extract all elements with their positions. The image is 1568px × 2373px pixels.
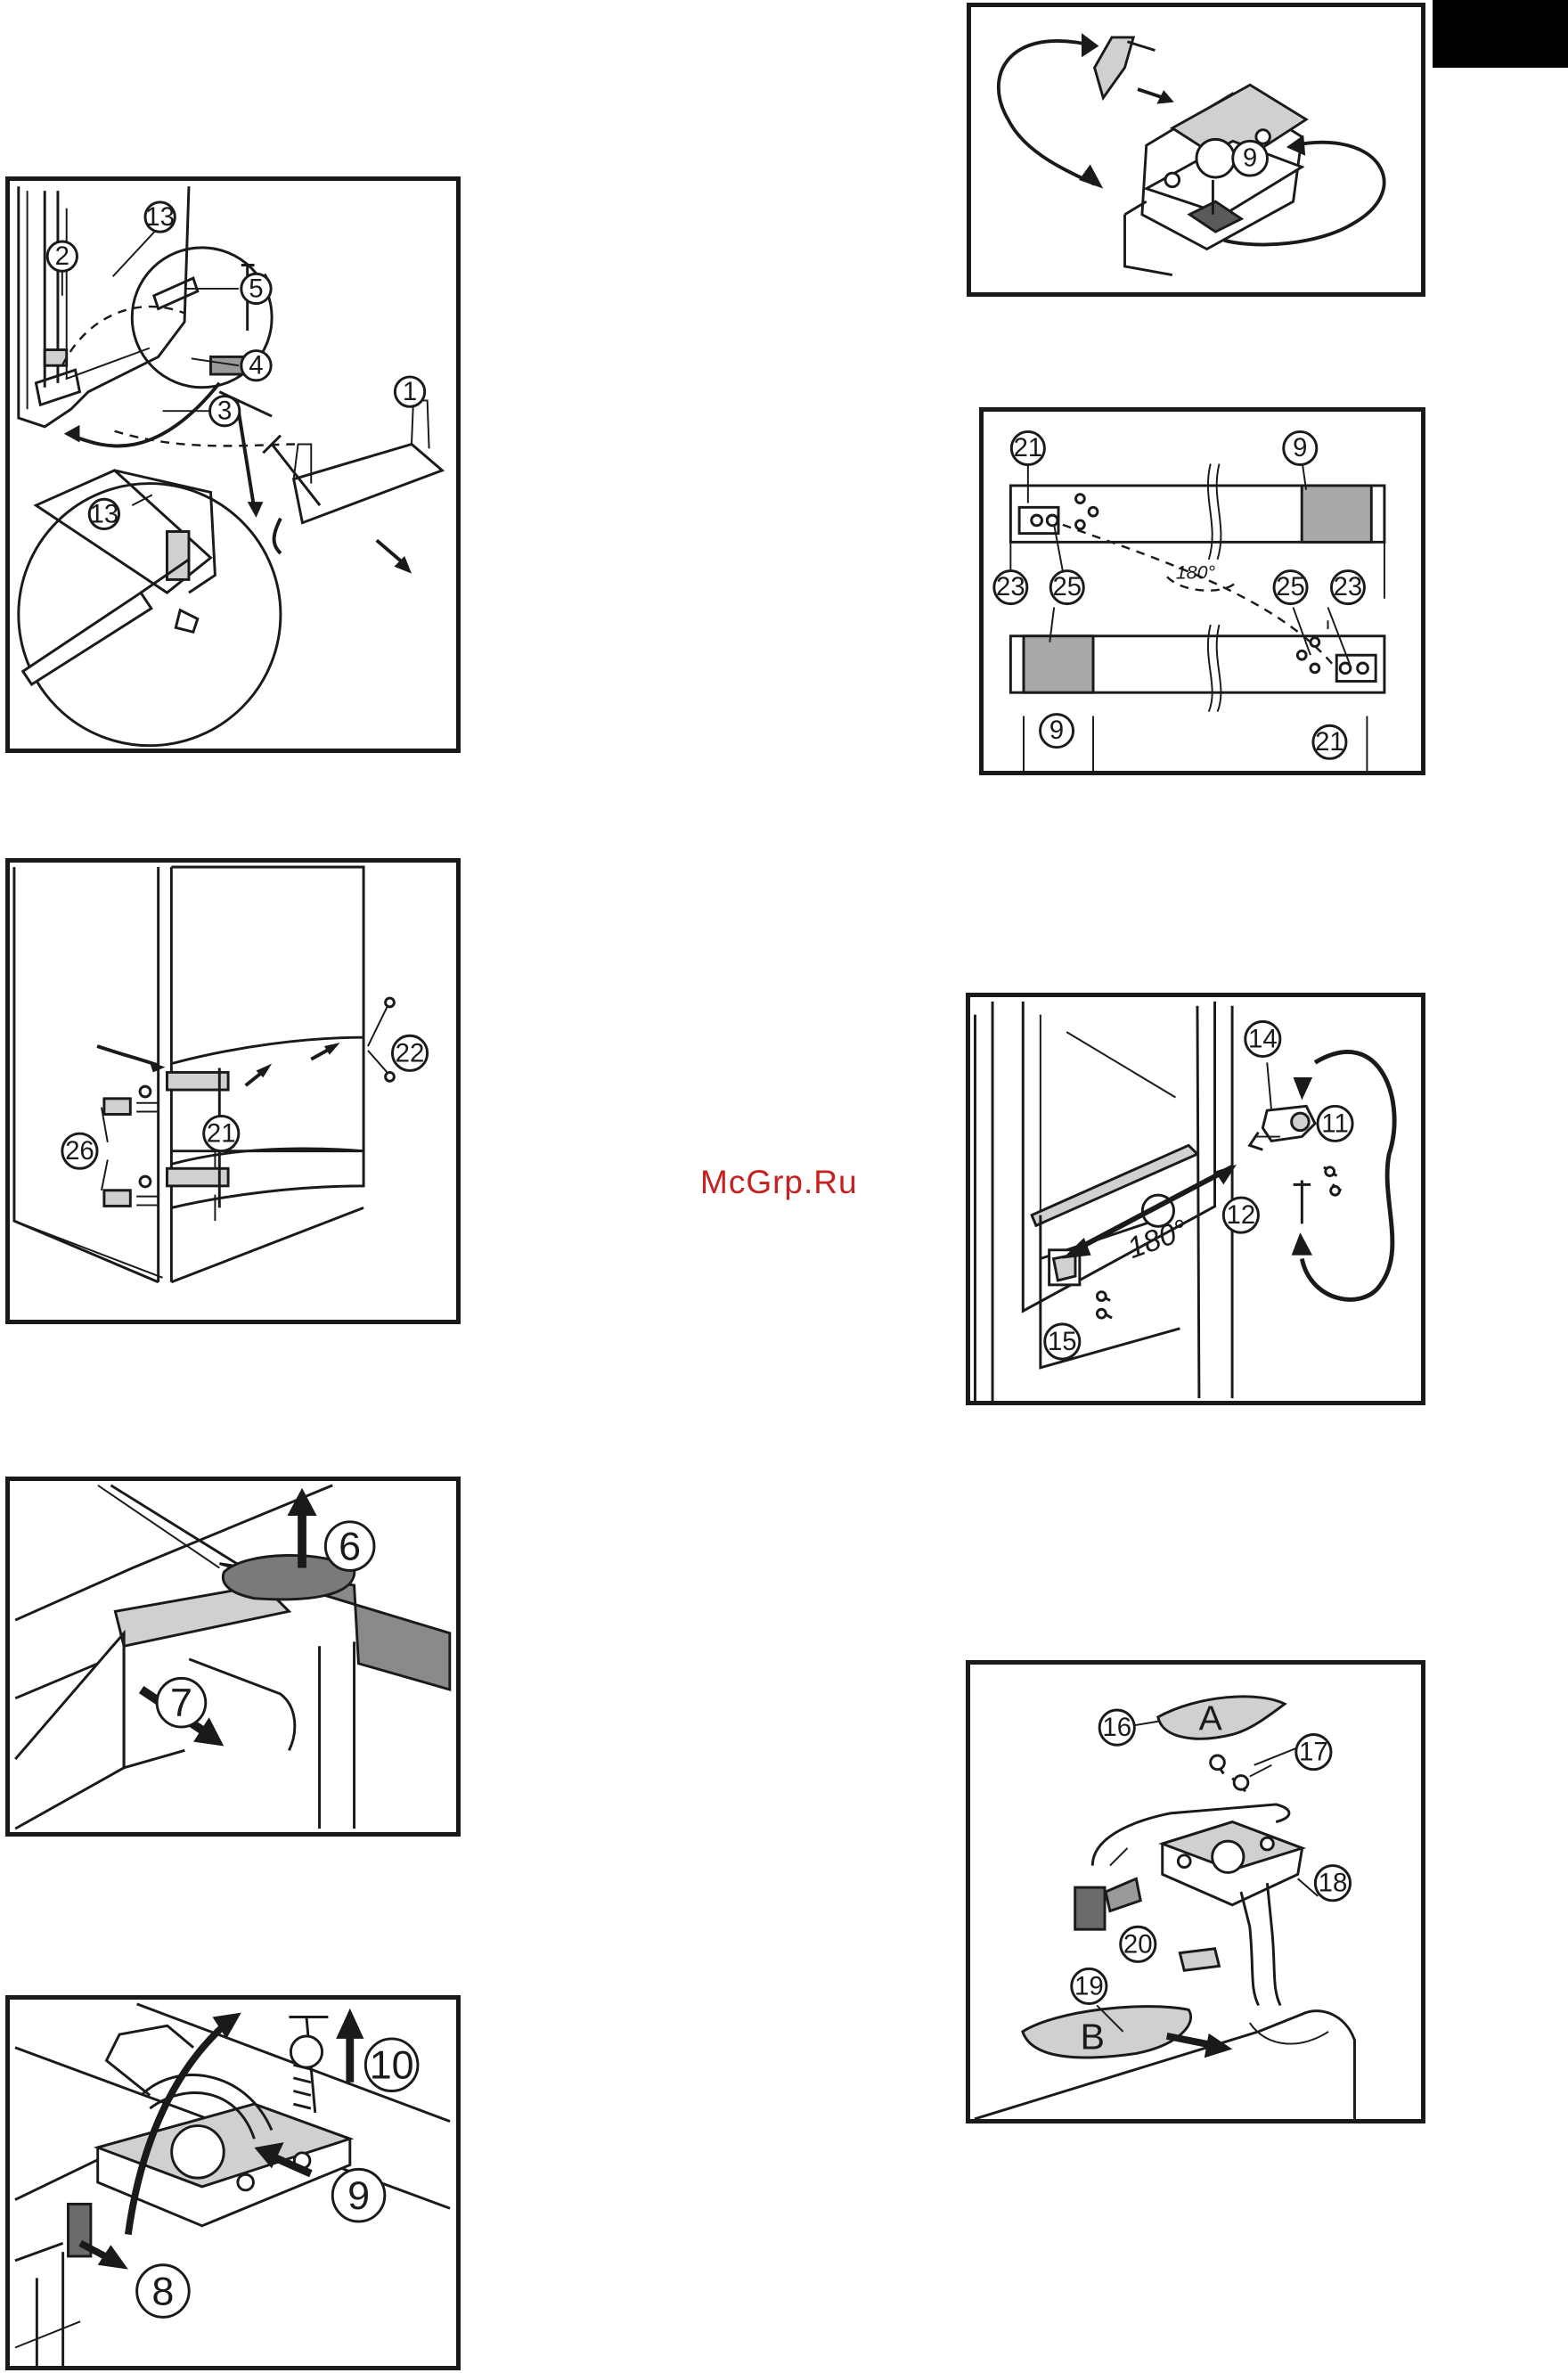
callout-6: 6 <box>325 1522 374 1571</box>
svg-text:14: 14 <box>1248 1024 1278 1053</box>
svg-text:25: 25 <box>1276 573 1305 601</box>
svg-text:180°: 180° <box>1176 561 1216 583</box>
svg-text:8: 8 <box>151 2269 174 2314</box>
callout-25-right: 25 <box>1274 571 1307 604</box>
svg-text:22: 22 <box>396 1038 425 1068</box>
callout-16: 16 <box>1099 1710 1134 1745</box>
callout-4: 4 <box>241 351 271 380</box>
figure-hinge-swap: 180° 21 9 23 25 25 23 9 21 <box>979 407 1425 775</box>
callout-26: 26 <box>62 1133 97 1168</box>
svg-text:9: 9 <box>1293 434 1307 462</box>
svg-text:9: 9 <box>347 2173 370 2218</box>
svg-text:17: 17 <box>1299 1738 1328 1767</box>
figure-cover-cap: 6 7 <box>5 1477 461 1837</box>
svg-text:23: 23 <box>996 573 1025 601</box>
figure-hinge-removal: 10 9 8 <box>5 1995 461 2370</box>
callout-25-left: 25 <box>1050 571 1083 604</box>
svg-text:7: 7 <box>170 1680 192 1725</box>
callout-9: 9 <box>1233 141 1268 176</box>
callout-1: 1 <box>395 377 424 406</box>
svg-text:6: 6 <box>339 1524 361 1569</box>
figure-stop-swap: 180° 14 11 12 15 <box>966 993 1425 1405</box>
callout-13: 13 <box>145 202 175 232</box>
callout-14: 14 <box>1245 1021 1280 1056</box>
svg-text:3: 3 <box>217 397 232 426</box>
callout-8: 8 <box>137 2265 190 2318</box>
svg-text:10: 10 <box>370 2042 414 2088</box>
svg-text:18: 18 <box>1319 1869 1348 1898</box>
svg-text:19: 19 <box>1074 1971 1104 2001</box>
svg-text:13: 13 <box>90 499 119 528</box>
callout-7: 7 <box>157 1678 206 1727</box>
callout-21-bottom: 21 <box>1313 725 1346 758</box>
svg-text:1: 1 <box>403 377 417 406</box>
figure-door-side: 22 21 26 <box>5 858 461 1324</box>
part-letter-b: B <box>1081 2017 1105 2058</box>
svg-text:11: 11 <box>1321 1109 1348 1138</box>
callout-10: 10 <box>365 2039 418 2091</box>
svg-text:9: 9 <box>1243 144 1257 173</box>
callout-15: 15 <box>1045 1324 1080 1359</box>
callout-3: 3 <box>210 397 240 426</box>
callout-9: 9 <box>332 2169 385 2222</box>
svg-text:21: 21 <box>207 1119 236 1149</box>
svg-text:4: 4 <box>249 351 263 380</box>
svg-text:25: 25 <box>1052 573 1082 601</box>
figure-door-closer: A B 16 17 18 19 20 <box>966 1660 1425 2123</box>
part-letter-a: A <box>1199 1699 1223 1739</box>
section-tab <box>1433 0 1568 68</box>
callout-17: 17 <box>1296 1734 1331 1769</box>
callout-9-bottom: 9 <box>1041 715 1074 748</box>
callout-21: 21 <box>204 1116 239 1150</box>
callout-2: 2 <box>47 241 77 271</box>
callout-18: 18 <box>1315 1866 1350 1901</box>
callout-19: 19 <box>1072 1968 1107 2003</box>
callout-9-top: 9 <box>1284 431 1317 464</box>
figure-hinge-rotate: 9 <box>967 3 1425 297</box>
svg-text:20: 20 <box>1123 1929 1153 1959</box>
callout-21-top: 21 <box>1011 431 1044 464</box>
callout-23-right: 23 <box>1331 571 1364 604</box>
callout-5: 5 <box>241 274 271 303</box>
svg-text:23: 23 <box>1334 573 1363 601</box>
callout-20: 20 <box>1121 1927 1156 1961</box>
svg-text:21: 21 <box>1315 728 1344 757</box>
svg-text:13: 13 <box>145 202 175 232</box>
callout-13b: 13 <box>89 499 118 528</box>
svg-text:9: 9 <box>1049 716 1064 745</box>
svg-text:21: 21 <box>1014 434 1043 462</box>
svg-text:26: 26 <box>65 1136 94 1166</box>
figure-remove-door: 13 2 5 4 3 1 13 <box>5 176 461 753</box>
svg-text:16: 16 <box>1102 1713 1131 1742</box>
svg-text:5: 5 <box>249 274 263 303</box>
svg-text:15: 15 <box>1048 1327 1077 1356</box>
callout-11: 11 <box>1318 1106 1352 1141</box>
watermark: McGrp.Ru <box>700 1164 858 1201</box>
svg-text:2: 2 <box>55 241 69 271</box>
callout-22: 22 <box>392 1035 427 1070</box>
callout-23-left: 23 <box>994 571 1027 604</box>
svg-text:12: 12 <box>1227 1200 1256 1230</box>
callout-12: 12 <box>1223 1198 1258 1232</box>
